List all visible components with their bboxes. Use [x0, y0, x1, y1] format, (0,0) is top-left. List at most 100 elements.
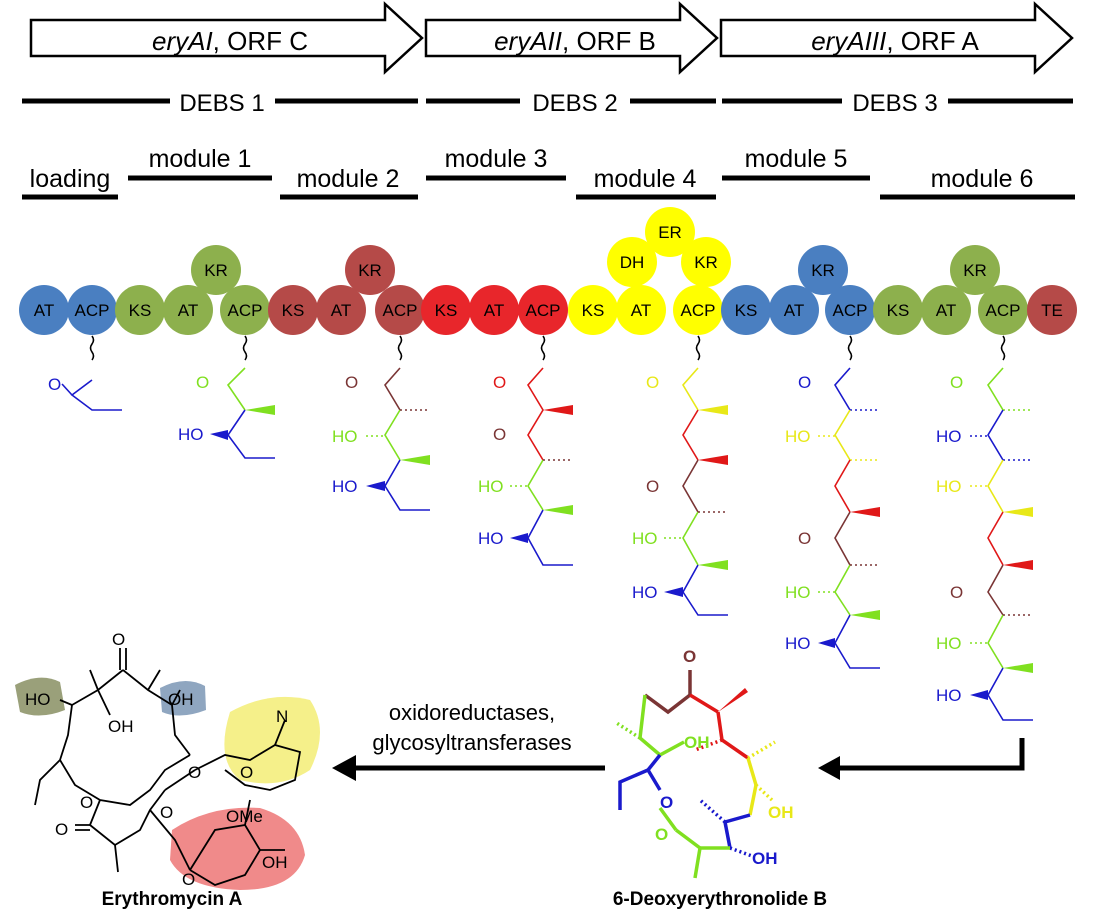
- atom-ho: HO: [785, 427, 811, 446]
- module-loading: loading: [30, 165, 111, 193]
- domain-label: AT: [936, 301, 956, 320]
- atom-o: O: [240, 763, 253, 782]
- atom-ho: HO: [936, 686, 962, 705]
- domain-kr: KR: [345, 245, 395, 295]
- domain-circle: [518, 285, 568, 335]
- domain-circle: [163, 285, 213, 335]
- domain-ks: KS: [568, 285, 618, 335]
- domain-label: KR: [204, 261, 228, 280]
- domain-circle: [769, 285, 819, 335]
- domain-ks: KS: [115, 285, 165, 335]
- protein-debs2: DEBS 2: [532, 90, 617, 117]
- atom-o: O: [196, 373, 209, 392]
- domain-circle: [268, 285, 318, 335]
- atom-ho: HO: [478, 529, 504, 548]
- domain-label: ACP: [228, 301, 263, 320]
- structure-erythromycin: O HO OH OH O O O O O N OMe OH O: [15, 630, 320, 890]
- domain-label: ACP: [75, 301, 110, 320]
- domain-circle: [316, 285, 366, 335]
- atom-o: O: [55, 820, 68, 839]
- svg-text:eryAIII, ORF A: eryAIII, ORF A: [811, 26, 979, 56]
- atom-o: O: [646, 477, 659, 496]
- domain-acp: ACP: [67, 285, 117, 335]
- domain-circle: [375, 285, 425, 335]
- atom-ho: HO: [178, 425, 204, 444]
- domain-label: ACP: [681, 301, 716, 320]
- domain-circle: [673, 285, 723, 335]
- atom-ho: HO: [478, 477, 504, 496]
- domain-label: KS: [735, 301, 758, 320]
- domain-label: AT: [484, 301, 504, 320]
- product-label-erythromycin: Erythromycin A: [102, 889, 243, 910]
- module-1: module 1: [149, 145, 252, 173]
- gene-name: eryAI: [152, 26, 213, 56]
- domain-circle: [421, 285, 471, 335]
- domain-at: AT: [921, 285, 971, 335]
- domain-label: ER: [658, 223, 682, 242]
- protein-debs1: DEBS 1: [179, 90, 264, 117]
- domain-label: TE: [1041, 301, 1063, 320]
- atom-o: O: [188, 763, 201, 782]
- tailoring-arrow: oxidoreductases, glycosyltransferases: [332, 700, 605, 781]
- domain-acp: ACP: [673, 285, 723, 335]
- atom-oh: OH: [168, 690, 194, 709]
- chain-module-3: S O O HO HO: [478, 335, 573, 566]
- atom-o: O: [80, 793, 93, 812]
- atom-s: S: [239, 347, 250, 366]
- domain-label: DH: [620, 253, 645, 272]
- atom-ho: HO: [785, 583, 811, 602]
- domain-circle: [825, 285, 875, 335]
- gene-orf: , ORF B: [562, 26, 656, 56]
- atom-oh: OH: [684, 733, 710, 752]
- domain-circle: [616, 285, 666, 335]
- domain-label: KS: [887, 301, 910, 320]
- domain-at: AT: [163, 285, 213, 335]
- domain-label: KR: [963, 261, 987, 280]
- chain-module-4: S O O HO HO: [632, 335, 728, 616]
- atom-o: O: [182, 870, 195, 889]
- module-6: module 6: [931, 165, 1034, 193]
- atom-ho: HO: [936, 634, 962, 653]
- atom-ho: HO: [332, 477, 358, 496]
- domain-circle: [873, 285, 923, 335]
- domain-acp: ACP: [375, 285, 425, 335]
- domain-label: AT: [178, 301, 198, 320]
- domain-kr: KR: [681, 237, 731, 287]
- domain-circle: [645, 207, 695, 257]
- domain-label: AT: [784, 301, 804, 320]
- atom-o: O: [655, 825, 668, 844]
- gene-name: eryAII: [494, 26, 562, 56]
- atom-ome: OMe: [226, 807, 263, 826]
- domain-circle: [220, 285, 270, 335]
- domain-label: AT: [631, 301, 651, 320]
- domain-ks: KS: [268, 285, 318, 335]
- structure-6deb: O OH OH O O OH: [614, 647, 794, 879]
- domain-circle: [568, 285, 618, 335]
- atom-o: O: [345, 373, 358, 392]
- atom-s: S: [997, 347, 1008, 366]
- domain-label: KS: [435, 301, 458, 320]
- atom-o: O: [798, 529, 811, 548]
- protein-debs3: DEBS 3: [852, 90, 937, 117]
- atom-s: S: [537, 347, 548, 366]
- module-4: module 4: [594, 165, 697, 193]
- chain-module-1: S O HO: [178, 335, 275, 459]
- atom-s: S: [86, 359, 97, 378]
- atom-ho: HO: [632, 529, 658, 548]
- domain-at: AT: [316, 285, 366, 335]
- chain-module-6: S O HO HO O HO HO: [936, 335, 1033, 721]
- atom-o: O: [48, 375, 61, 394]
- atom-s: S: [844, 347, 855, 366]
- domain-dh: DH: [607, 237, 657, 287]
- domain-at: AT: [469, 285, 519, 335]
- svg-text:eryAII, ORF B: eryAII, ORF B: [494, 26, 656, 56]
- domain-circle: [681, 237, 731, 287]
- domain-circle: [191, 245, 241, 295]
- chain-module-5: S O HO O HO HO: [785, 335, 880, 669]
- chain-module-2: S O HO HO: [332, 335, 430, 511]
- domain-label: AT: [331, 301, 351, 320]
- domain-kr: KR: [191, 245, 241, 295]
- domain-label: ACP: [383, 301, 418, 320]
- domain-ks: KS: [421, 285, 471, 335]
